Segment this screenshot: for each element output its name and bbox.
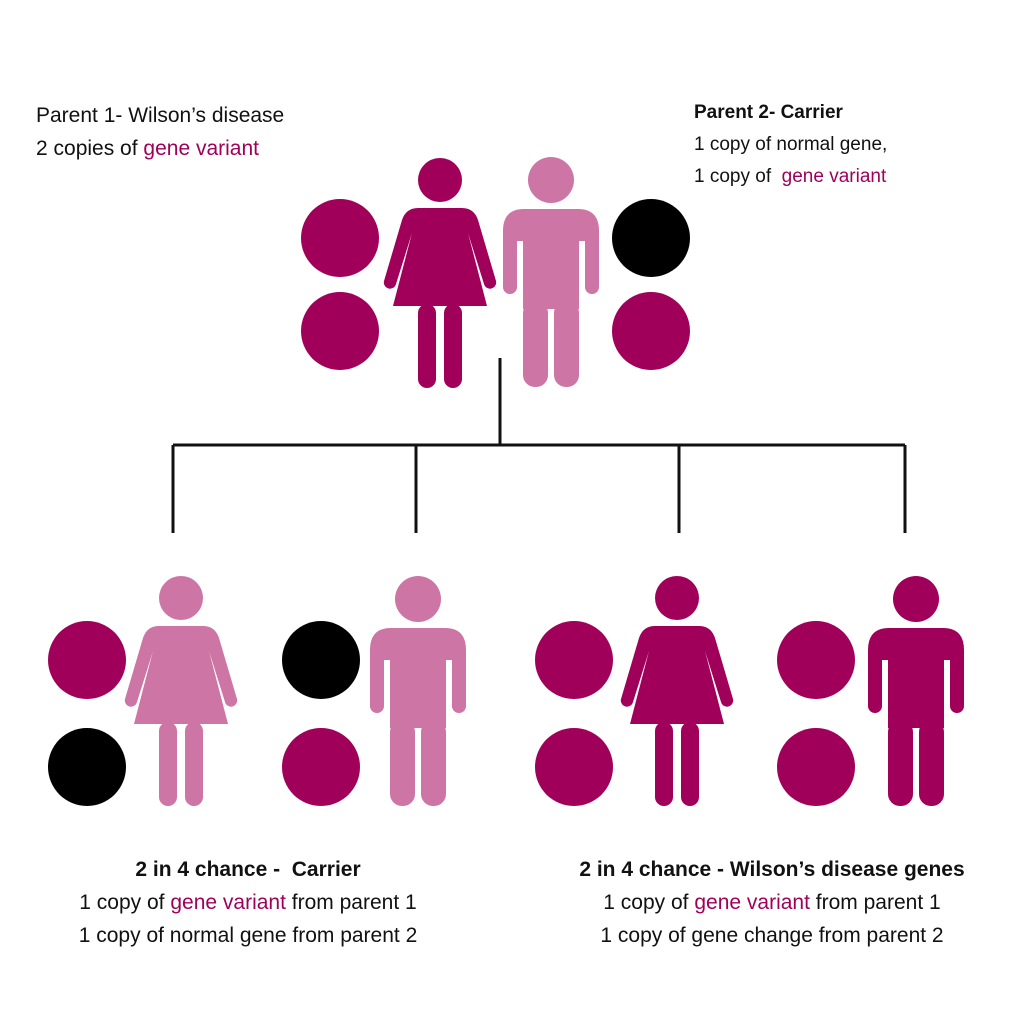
pedigree-connector bbox=[171, 358, 907, 533]
parent-1-gene-circles bbox=[301, 199, 379, 370]
child-male-icon bbox=[868, 576, 964, 806]
gene-circle bbox=[612, 292, 690, 370]
gene-variant-highlight: gene variant bbox=[694, 891, 810, 914]
parent-1-label: Parent 1- Wilson’s disease 2 copies of g… bbox=[36, 99, 284, 165]
caption-text: from parent 1 bbox=[809, 891, 941, 914]
caption-text: from parent 1 bbox=[285, 891, 417, 914]
disease-caption-heading: 2 in 4 chance - Wilson’s disease genes bbox=[579, 858, 965, 881]
child-4 bbox=[777, 576, 964, 806]
child-3 bbox=[535, 576, 734, 806]
caption-text: 1 copy of bbox=[603, 891, 695, 914]
caption-text: 1 copy of bbox=[79, 891, 171, 914]
child-female-icon bbox=[124, 576, 238, 806]
gene-circle bbox=[48, 621, 126, 699]
child-2 bbox=[282, 576, 466, 806]
carrier-caption-heading: 2 in 4 chance - Carrier bbox=[135, 858, 361, 881]
gene-variant-highlight: gene variant bbox=[143, 137, 259, 160]
parent-1-description: 2 copies of gene variant bbox=[36, 132, 284, 165]
parent-2-title: Parent 2- Carrier bbox=[694, 102, 843, 123]
gene-circle bbox=[535, 728, 613, 806]
gene-circle bbox=[282, 621, 360, 699]
parent-2-gene-circles bbox=[612, 199, 690, 370]
carrier-caption: 2 in 4 chance - Carrier 1 copy of gene v… bbox=[8, 853, 488, 952]
parent-1-description-text: 2 copies of bbox=[36, 137, 144, 160]
gene-variant-highlight: gene variant bbox=[170, 891, 286, 914]
parent-1-female-icon bbox=[383, 158, 497, 388]
carrier-caption-line: 1 copy of normal gene from parent 2 bbox=[78, 924, 418, 947]
gene-circle bbox=[282, 728, 360, 806]
parent-2-description-line: 1 copy of gene variant bbox=[694, 161, 887, 193]
child-female-icon bbox=[620, 576, 734, 806]
gene-circle bbox=[301, 292, 379, 370]
child-1 bbox=[48, 576, 238, 806]
gene-circle bbox=[777, 621, 855, 699]
parent-2-description-text: 1 copy of bbox=[694, 166, 782, 187]
gene-circle bbox=[48, 728, 126, 806]
disease-caption: 2 in 4 chance - Wilson’s disease genes 1… bbox=[522, 853, 1022, 952]
gene-circle bbox=[612, 199, 690, 277]
parent-1-title: Parent 1- Wilson’s disease bbox=[36, 104, 285, 127]
gene-circle bbox=[301, 199, 379, 277]
disease-caption-line: 1 copy of gene variant from parent 1 bbox=[522, 886, 1022, 919]
gene-circle bbox=[777, 728, 855, 806]
disease-caption-line: 1 copy of gene change from parent 2 bbox=[600, 924, 944, 947]
child-male-icon bbox=[370, 576, 466, 806]
parent-2-label: Parent 2- Carrier 1 copy of normal gene,… bbox=[694, 97, 887, 193]
gene-variant-highlight: gene variant bbox=[781, 166, 887, 187]
parent-2-male-icon bbox=[503, 157, 599, 387]
carrier-caption-line: 1 copy of gene variant from parent 1 bbox=[8, 886, 488, 919]
gene-circle bbox=[535, 621, 613, 699]
parent-2-description-line: 1 copy of normal gene, bbox=[694, 134, 888, 155]
